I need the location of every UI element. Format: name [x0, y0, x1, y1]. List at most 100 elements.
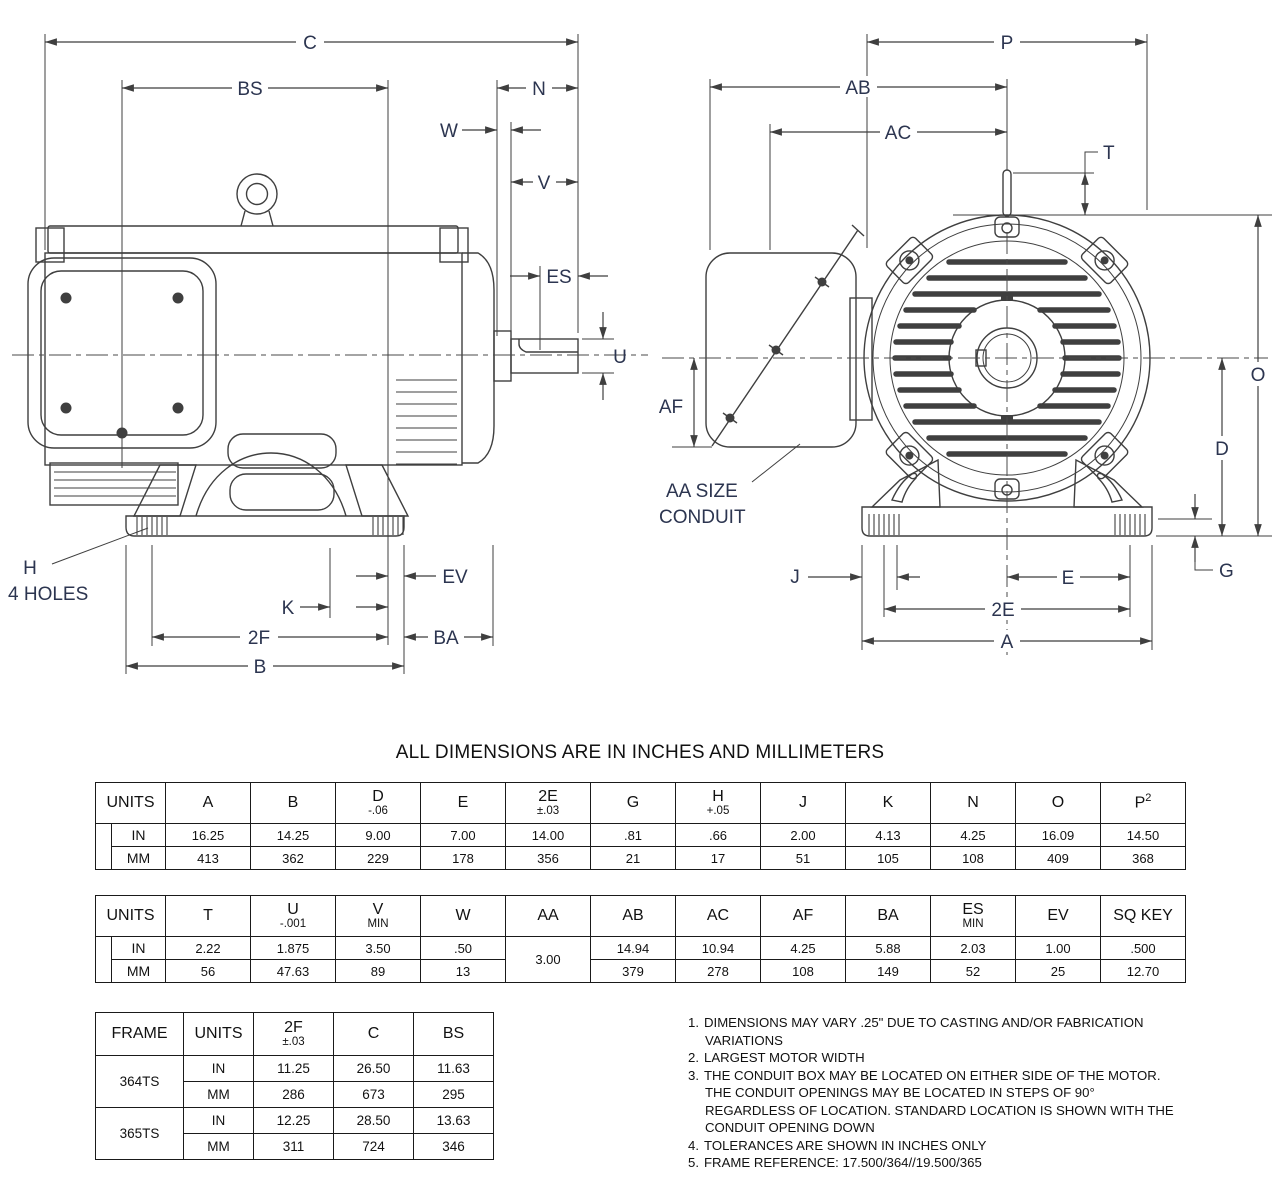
dim-label-ba: BA: [433, 628, 459, 649]
note-number: 5.: [688, 1155, 699, 1171]
cell: .500: [1100, 936, 1186, 960]
shaft: [462, 252, 579, 464]
cell-aa-merged: 3.00: [505, 936, 591, 983]
table-row-mm: MM 413 362 229 178 356 21 17 51 105 108 …: [96, 846, 1186, 870]
cell: 108: [930, 846, 1016, 870]
cell: .81: [590, 823, 676, 847]
cell: 17: [675, 846, 761, 870]
cell: 16.25: [165, 823, 251, 847]
dim-label-2f: 2F: [248, 628, 270, 649]
header-row: FRAME UNITS 2F±.03 C BS: [95, 1012, 494, 1056]
cell: 286: [253, 1081, 334, 1108]
note-3: 3.THE CONDUIT BOX MAY BE LOCATED ON EITH…: [688, 1067, 1180, 1137]
cell: 14.00: [505, 823, 591, 847]
cell: 25: [1015, 959, 1101, 983]
cell: 2.00: [760, 823, 846, 847]
cell: IN: [111, 936, 166, 960]
cell: 105: [845, 846, 931, 870]
end-view: P AB AC T O D: [654, 31, 1272, 655]
side-view: C BS N W V ES U: [8, 31, 648, 678]
cell: 21: [590, 846, 676, 870]
dim-label-bs: BS: [237, 79, 262, 100]
tap-pin: [1002, 169, 1012, 217]
cell: IN: [183, 1107, 254, 1134]
label-aa-size: AA SIZE: [666, 481, 738, 502]
note-text: THE CONDUIT BOX MAY BE LOCATED ON EITHER…: [704, 1067, 1174, 1136]
cell: 356: [505, 846, 591, 870]
cell: 278: [675, 959, 761, 983]
cell: 4.25: [930, 823, 1016, 847]
cell: MM: [111, 846, 166, 870]
cell: MM: [183, 1081, 254, 1108]
col-header: AC: [675, 895, 761, 937]
note-1: 1. DIMENSIONS MAY VARY .25" DUE TO CASTIN…: [688, 1014, 1180, 1049]
cell: 229: [335, 846, 421, 870]
col-header: B: [250, 782, 336, 824]
dim-label-u: U: [613, 347, 627, 368]
cell: 1.875: [250, 936, 336, 960]
col-header: BA: [845, 895, 931, 937]
cell: 108: [760, 959, 846, 983]
dim-label-af: AF: [659, 397, 683, 418]
cell: [95, 936, 112, 983]
cell: 51: [760, 846, 846, 870]
cooling-fins: [49, 379, 457, 506]
note-4: 4.TOLERANCES ARE SHOWN IN INCHES ONLY: [688, 1137, 1180, 1155]
cell: IN: [183, 1055, 254, 1082]
dim-label-n: N: [532, 79, 546, 100]
col-header: AB: [590, 895, 676, 937]
page-title: ALL DIMENSIONS ARE IN INCHES AND MILLIME…: [395, 742, 885, 763]
cell: 7.00: [420, 823, 506, 847]
table-row-in: IN 2.22 1.875 3.50 .50 3.00 14.94 10.94 …: [95, 936, 1186, 983]
cell: 56: [165, 959, 251, 983]
header-row: UNITS A B D-.06 E 2E±.03 G H+.05 J K N O…: [95, 782, 1186, 824]
dim-label-h: H: [23, 558, 37, 579]
col-header: O: [1015, 782, 1101, 824]
note-number: 1.: [688, 1015, 699, 1030]
cell: 16.09: [1015, 823, 1101, 847]
frame-corner-block: [439, 227, 469, 263]
foot-pad-hatch: [868, 514, 1146, 535]
cell: 379: [590, 959, 676, 983]
cell: MM: [111, 959, 166, 983]
dim-label-j: J: [790, 567, 800, 588]
note-number: 4.: [688, 1137, 699, 1153]
cell: 673: [333, 1081, 414, 1108]
note-text: LARGEST MOTOR WIDTH: [704, 1050, 865, 1066]
end-view-dimensions: P AB AC T O D: [654, 31, 1272, 653]
col-header: N: [930, 782, 1016, 824]
cell: 12.70: [1100, 959, 1186, 983]
cell: 26.50: [333, 1055, 414, 1082]
dim-label-2e: 2E: [991, 600, 1014, 621]
cell: 9.00: [335, 823, 421, 847]
col-header: H+.05: [675, 782, 761, 824]
note-number: 2.: [688, 1050, 699, 1066]
cell: 12.25: [253, 1107, 334, 1134]
cell: 362: [250, 846, 336, 870]
corner-bolt-pads: [885, 236, 1129, 480]
col-header: EV: [1015, 895, 1101, 937]
cell: 149: [845, 959, 931, 983]
col-header: U-.001: [250, 895, 336, 937]
note-2: 2. LARGEST MOTOR WIDTH: [688, 1049, 1180, 1067]
cell: 13: [420, 959, 506, 983]
frame-corner-block: [35, 227, 65, 263]
dim-label-g: G: [1219, 561, 1234, 582]
mounting-feet: [125, 433, 410, 537]
cell: 409: [1015, 846, 1101, 870]
col-header: G: [590, 782, 676, 824]
note-text: DIMENSIONS MAY VARY .25" DUE TO CASTING …: [704, 1015, 1144, 1048]
col-header: FRAME: [95, 1012, 184, 1056]
note-text: FRAME REFERENCE: 17.500/364//19.500/365: [704, 1155, 982, 1171]
cell: 10.94: [675, 936, 761, 960]
lifting-eye: [236, 173, 278, 227]
dim-label-es: ES: [546, 267, 571, 288]
end-view-motor-body: [662, 214, 1268, 655]
col-header: UNITS: [95, 782, 166, 824]
col-header: A: [165, 782, 251, 824]
cell: .66: [675, 823, 761, 847]
col-header: W: [420, 895, 506, 937]
